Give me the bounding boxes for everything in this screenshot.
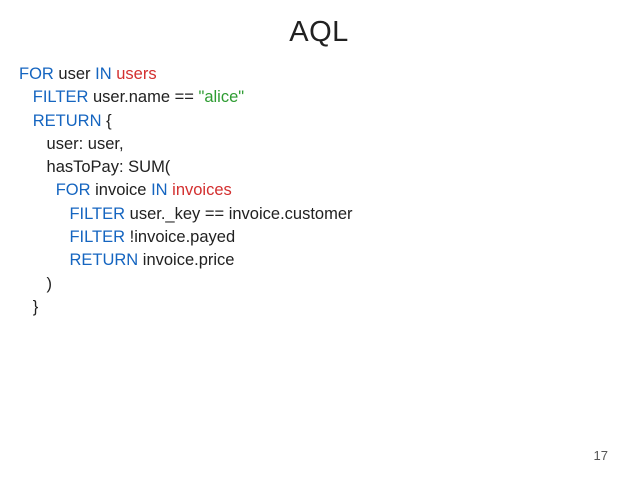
code-text: {	[101, 111, 112, 130]
code-text: !invoice.payed	[125, 228, 236, 247]
code-line: FOR user IN users	[19, 63, 353, 86]
page-number: 17	[593, 448, 608, 463]
code-line: hasToPay: SUM(	[19, 156, 353, 179]
code-block: FOR user IN users FILTER user.name == "a…	[19, 63, 353, 319]
code-collection: invoices	[172, 181, 232, 200]
code-text: invoice	[90, 181, 152, 200]
code-text: user	[53, 65, 96, 83]
code-text: )	[46, 274, 53, 293]
slide-title: AQL	[289, 16, 349, 48]
code-keyword: IN	[95, 65, 112, 83]
code-text: user._key == invoice.customer	[125, 204, 353, 223]
code-line: FILTER user._key == invoice.customer	[19, 203, 353, 226]
code-keyword: RETURN	[69, 251, 139, 270]
code-text: hasToPay: SUM(	[46, 158, 171, 177]
code-keyword: FOR	[19, 65, 54, 83]
code-keyword: FILTER	[69, 228, 126, 247]
code-line: FILTER user.name == "alice"	[19, 86, 353, 109]
code-keyword: FILTER	[32, 88, 89, 107]
code-keyword: FILTER	[69, 204, 126, 223]
code-text: invoice.price	[138, 251, 235, 270]
code-line: }	[19, 296, 353, 319]
code-line: user: user,	[19, 133, 353, 156]
code-keyword: FOR	[55, 181, 91, 200]
code-collection: users	[116, 65, 157, 83]
code-keyword: RETURN	[32, 111, 102, 130]
code-line: FOR invoice IN invoices	[19, 179, 353, 202]
code-line: RETURN {	[19, 110, 353, 133]
code-string: "alice"	[198, 88, 245, 107]
code-line: RETURN invoice.price	[19, 249, 353, 272]
code-line: )	[19, 273, 353, 296]
code-keyword: IN	[151, 181, 168, 200]
code-line: FILTER !invoice.payed	[19, 226, 353, 249]
code-text: user: user,	[46, 134, 124, 153]
code-text: user.name ==	[88, 88, 199, 107]
code-text: }	[32, 297, 39, 316]
